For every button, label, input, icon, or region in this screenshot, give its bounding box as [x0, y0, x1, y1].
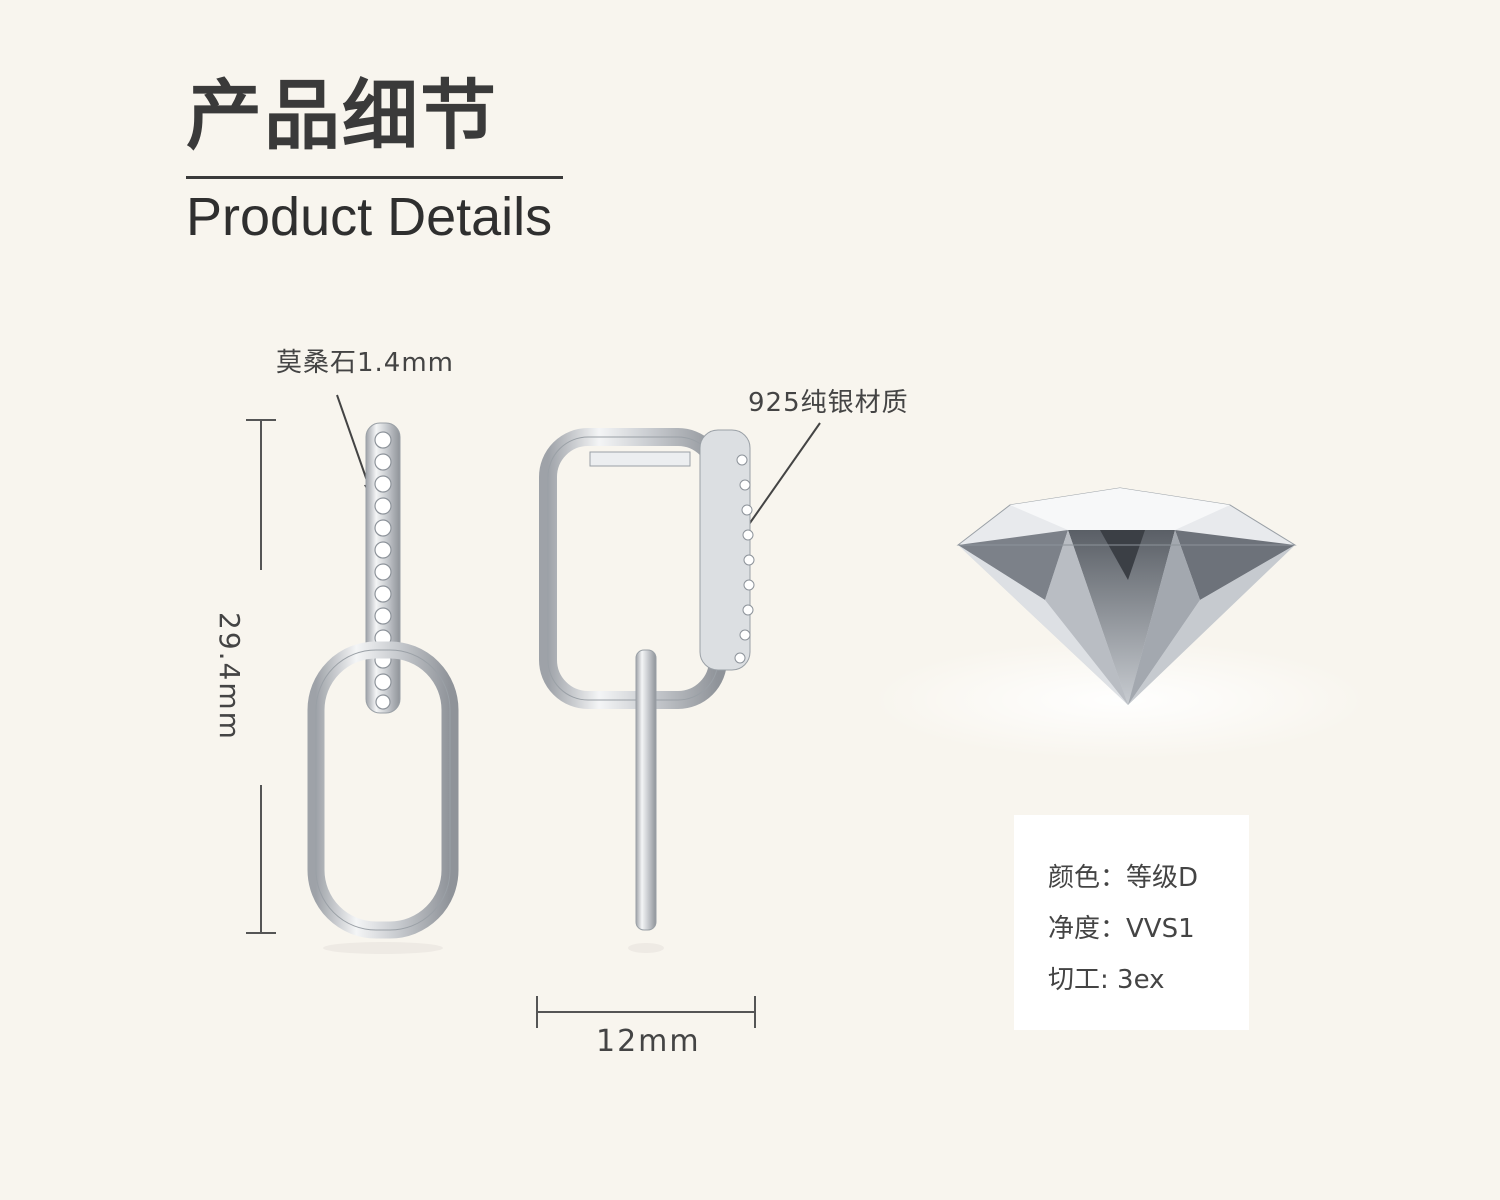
spec-cut: 切工: 3ex	[1048, 965, 1165, 995]
earring-front-view	[307, 422, 459, 954]
material-label: 925纯银材质	[748, 388, 909, 418]
earring-side-view	[539, 428, 755, 953]
spec-card: 颜色：等级D 净度：VVS1 切工: 3ex	[1014, 815, 1249, 1030]
width-dimension-label: 12mm	[596, 1024, 701, 1059]
title-divider	[186, 176, 563, 179]
material-leader-line	[737, 422, 821, 541]
spec-color: 颜色：等级D	[1048, 863, 1199, 893]
page-title-chinese: 产品细节	[186, 71, 498, 160]
spec-clarity: 净度：VVS1	[1048, 914, 1195, 944]
diamond-image	[870, 487, 1370, 760]
width-dimension-line	[536, 996, 756, 1028]
page-title-english: Product Details	[186, 187, 553, 247]
height-dimension-line	[246, 419, 276, 934]
stone-size-label: 莫桑石1.4mm	[276, 348, 455, 378]
